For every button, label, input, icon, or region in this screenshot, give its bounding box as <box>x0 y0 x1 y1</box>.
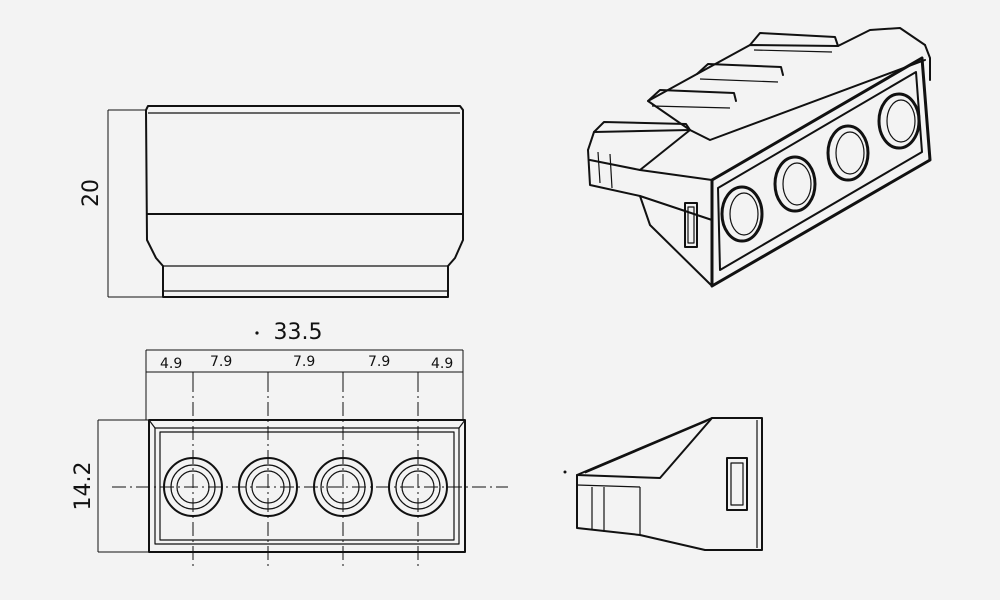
top-view: 33.5 4.9 7.9 7.9 7.9 4.9 14.2 <box>71 320 508 566</box>
height-dimension: 20 <box>79 179 104 207</box>
isometric-view <box>587 27 932 288</box>
depth-dimension: 14.2 <box>71 462 96 511</box>
pitch-dim-edge-right: 4.9 <box>431 356 453 372</box>
port-hole <box>238 457 298 517</box>
iso-port-hole <box>826 124 870 182</box>
port-hole <box>313 457 373 517</box>
overall-width-dimension: 33.5 <box>274 320 323 345</box>
front-view: 20 <box>79 105 464 298</box>
side-view <box>563 417 763 551</box>
iso-port-hole <box>720 185 764 243</box>
pitch-dim-2: 7.9 <box>293 354 315 370</box>
pitch-dim-3: 7.9 <box>368 354 390 370</box>
pitch-dim-edge-left: 4.9 <box>160 356 182 372</box>
port-hole <box>163 457 223 517</box>
pitch-dim-1: 7.9 <box>210 354 232 370</box>
iso-port-hole <box>877 92 921 150</box>
port-hole <box>388 457 448 517</box>
iso-port-hole <box>773 155 817 213</box>
